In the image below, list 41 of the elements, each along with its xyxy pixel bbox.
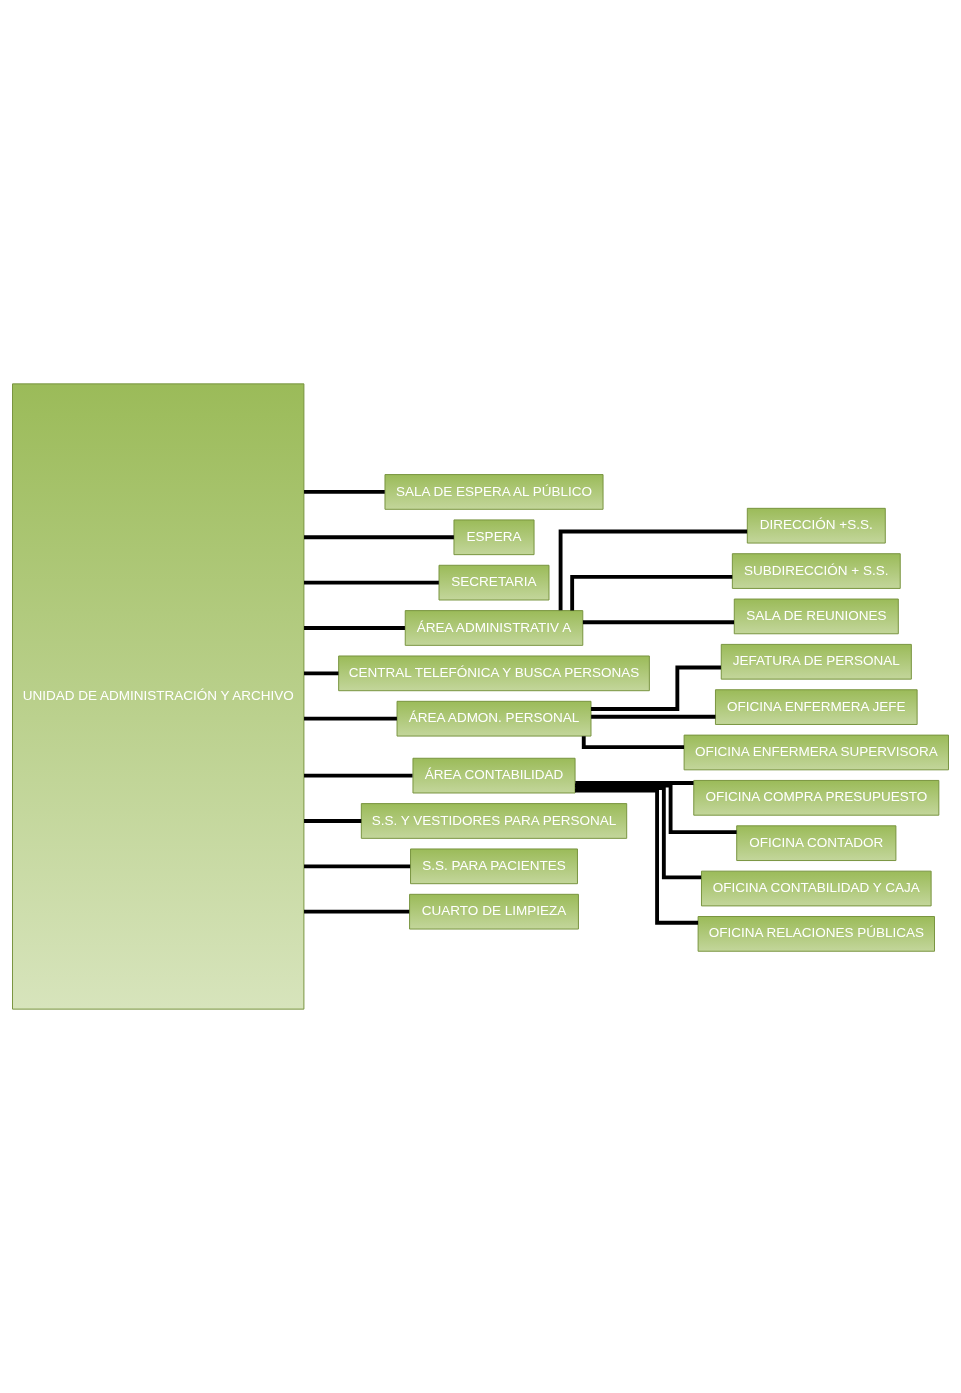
node-box: SECRETARIA	[438, 564, 550, 601]
connector	[304, 819, 362, 823]
connector	[304, 909, 410, 914]
connector	[570, 574, 733, 611]
node-box: OFICINA COMPRA PRESUPUESTO	[693, 779, 940, 816]
node-box: SUBDIRECCIÓN + S.S.	[731, 553, 901, 589]
connector	[558, 529, 748, 611]
node-box: CENTRAL TELEFÓNICA Y BUSCA PERSONAS	[338, 655, 650, 692]
connector	[304, 716, 397, 721]
node-box: OFICINA ENFERMERA SUPERVISORA	[683, 734, 949, 771]
connector	[575, 781, 694, 785]
node-box: OFICINA CONTABILIDAD Y CAJA	[701, 870, 932, 907]
connector	[591, 714, 716, 719]
node-box: ÁREA CONTABILIDAD	[412, 757, 576, 794]
connector	[304, 773, 413, 778]
connector	[575, 788, 699, 925]
node-box: S.S. PARA PACIENTES	[410, 848, 578, 885]
connector	[304, 626, 405, 630]
connector	[575, 786, 702, 880]
connector	[304, 671, 339, 676]
node-box: OFICINA CONTADOR	[736, 825, 897, 861]
connector	[575, 783, 737, 834]
node-box: ÁREA ADMON. PERSONAL	[396, 700, 592, 737]
node-box: JEFATURA DE PERSONAL	[720, 643, 912, 680]
connector	[304, 490, 385, 494]
connector	[304, 580, 439, 585]
node-box: DIRECCIÓN +S.S.	[746, 507, 886, 544]
connector	[581, 736, 685, 750]
node-box: CUARTO DE LIMPIEZA	[409, 893, 579, 930]
connector	[591, 665, 721, 711]
node-box: OFICINA RELACIONES PÚBLICAS	[697, 916, 935, 952]
node-box: ÁREA ADMINISTRATIV A	[404, 610, 584, 646]
node-box: SALA DE ESPERA AL PÚBLICO	[384, 474, 604, 510]
node-box: SALA DE REUNIONES	[733, 598, 899, 635]
node-box: OFICINA ENFERMERA JEFE	[715, 689, 918, 725]
node-box: UNIDAD DE ADMINISTRACIÓN Y ARCHIVO	[12, 383, 305, 1010]
connector	[582, 620, 735, 625]
node-box: S.S. Y VESTIDORES PARA PERSONAL	[360, 803, 628, 839]
node-box: ESPERA	[453, 519, 535, 556]
connector	[304, 535, 454, 540]
connector	[304, 864, 411, 869]
